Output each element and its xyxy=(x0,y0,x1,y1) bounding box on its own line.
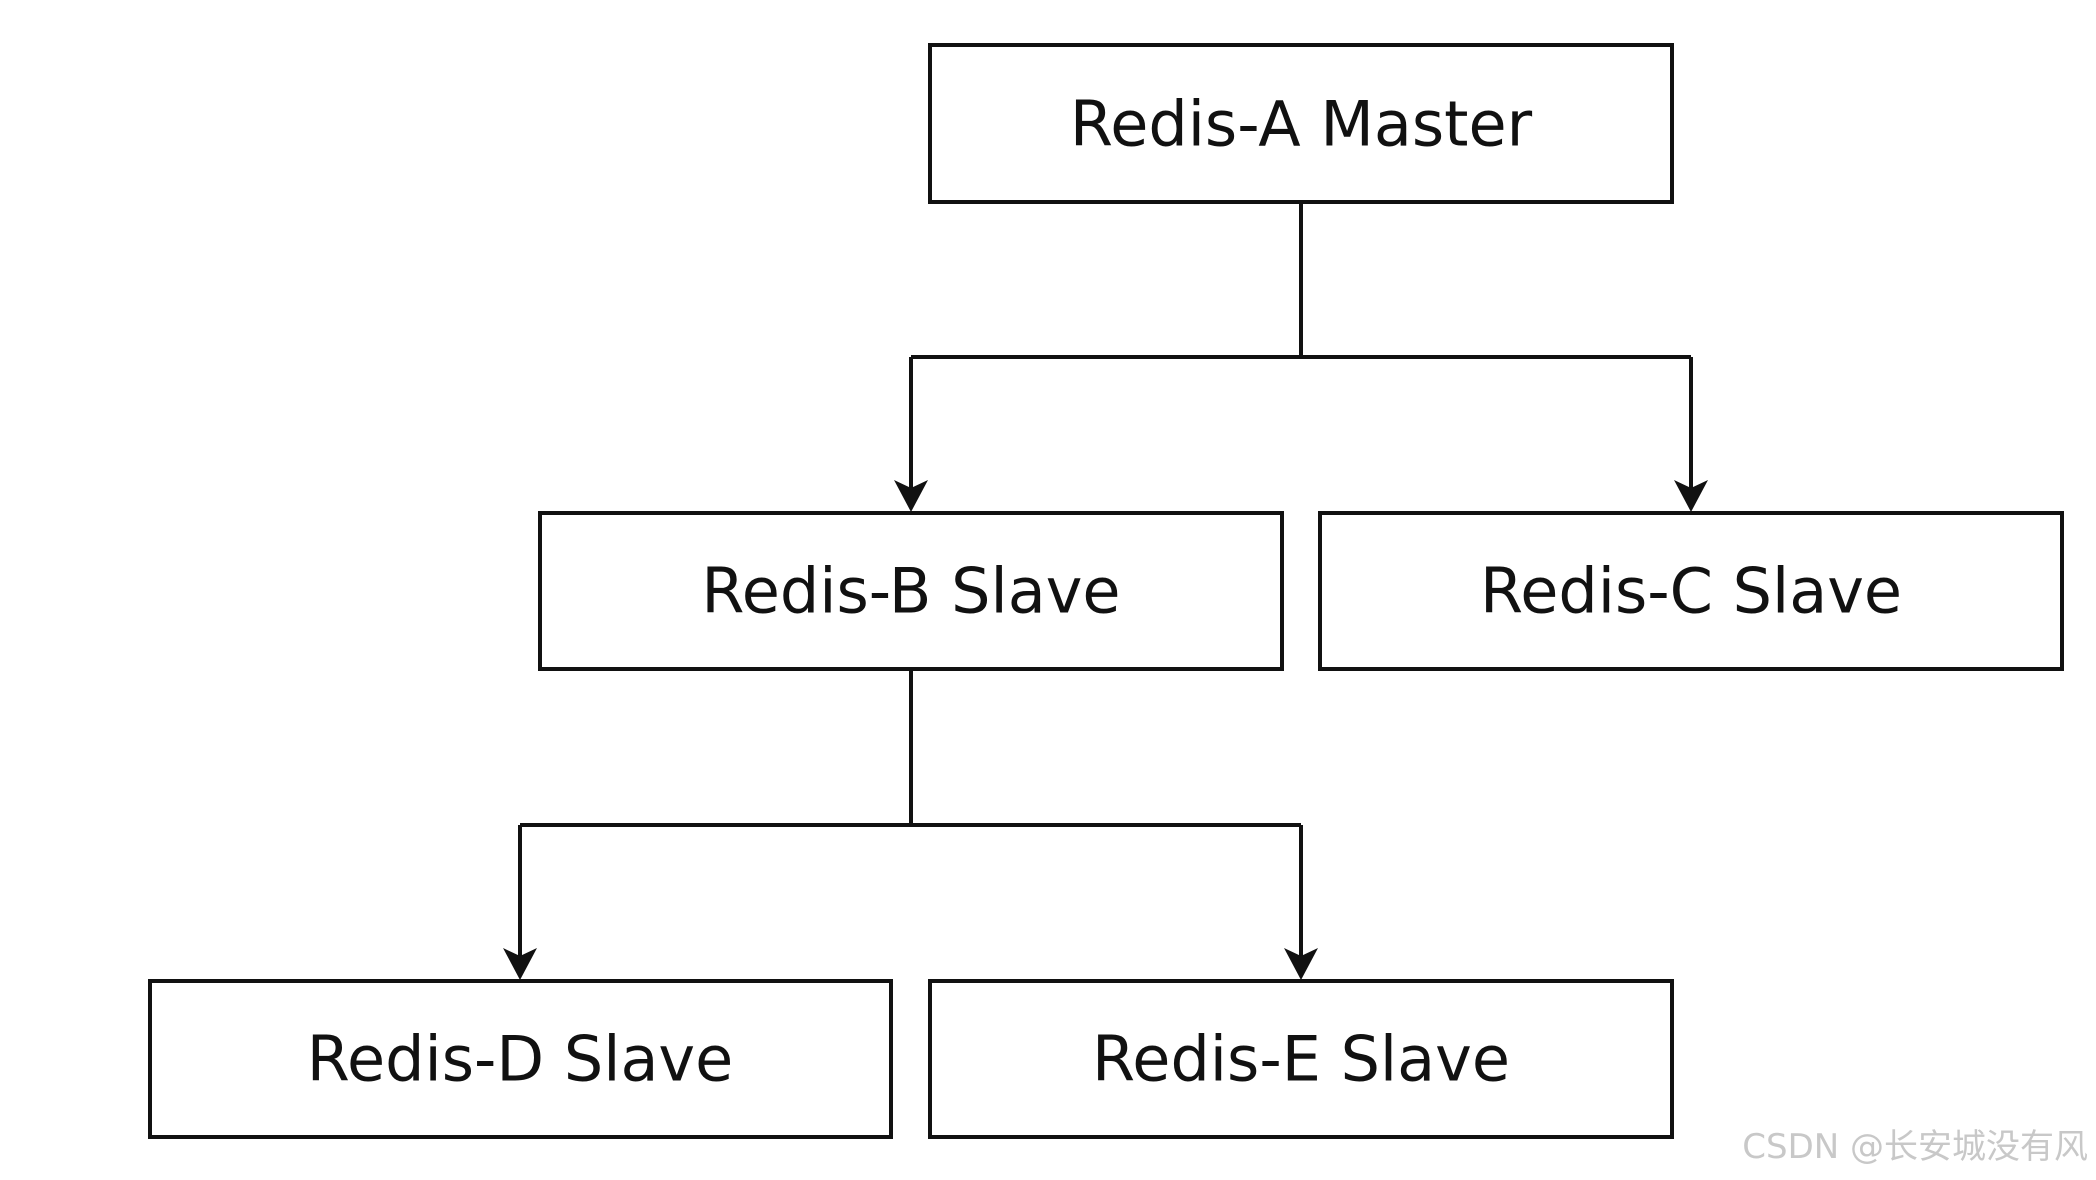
node-label: Redis-E Slave xyxy=(1092,1023,1510,1096)
node-box xyxy=(148,979,893,1139)
edge-b-to-d-and-e xyxy=(503,669,1318,980)
node-redis-d-slave: Redis-D Slave xyxy=(148,979,893,1139)
arrow-head-to-c xyxy=(1674,480,1708,512)
node-box xyxy=(928,43,1674,204)
arrow-head-to-e xyxy=(1284,948,1318,980)
node-label: Redis-B Slave xyxy=(701,555,1120,628)
arrow-head-to-b xyxy=(894,480,928,512)
node-label: Redis-D Slave xyxy=(307,1023,734,1096)
node-redis-a-master: Redis-A Master xyxy=(928,43,1674,204)
edge-a-to-b-and-c xyxy=(894,202,1708,512)
node-box xyxy=(1318,511,2064,671)
node-redis-e-slave: Redis-E Slave xyxy=(928,979,1674,1139)
node-label: Redis-C Slave xyxy=(1480,555,1902,628)
node-redis-b-slave: Redis-B Slave xyxy=(538,511,1284,671)
arrow-head-to-d xyxy=(503,948,537,980)
node-box xyxy=(538,511,1284,671)
node-redis-c-slave: Redis-C Slave xyxy=(1318,511,2064,671)
node-box xyxy=(928,979,1674,1139)
node-label: Redis-A Master xyxy=(1070,88,1533,161)
watermark: CSDN @长安城没有风 xyxy=(1742,1127,2088,1167)
